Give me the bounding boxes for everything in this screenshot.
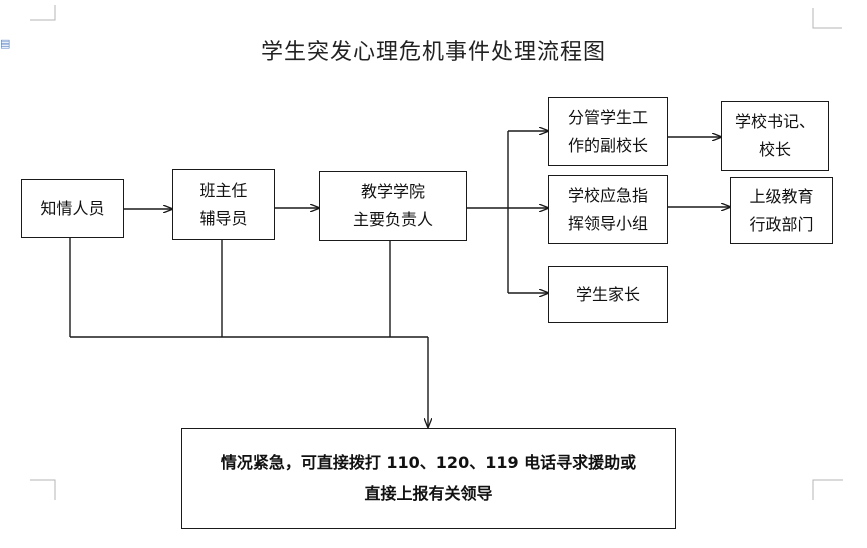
node-emergency-note: 情况紧急，可直接拨打 110、120、119 电话寻求援助或 直接上报有关领导 — [181, 428, 676, 529]
node-vice-president-line-2: 作的副校长 — [567, 135, 648, 155]
node-emergency-note-line-2: 直接上报有关领导 — [364, 483, 493, 503]
node-secretary-line-2: 校长 — [758, 140, 791, 159]
node-teacher-line-1: 班主任 — [199, 180, 248, 200]
node-teacher: 班主任 辅导员 — [172, 169, 275, 240]
node-education-dept-line-2: 行政部门 — [749, 214, 814, 234]
document-icon: ▤ — [0, 37, 11, 50]
node-secretary: 学校书记、 校长 — [721, 101, 829, 171]
node-parents: 学生家长 — [548, 266, 668, 323]
node-emergency-group-line-1: 学校应急指 — [567, 185, 648, 205]
node-vice-president-line-1: 分管学生工 — [567, 107, 648, 127]
node-informer-line-1: 知情人员 — [40, 198, 105, 218]
node-secretary-line-1: 学校书记、 — [734, 112, 815, 131]
node-emergency-note-line-1: 情况紧急，可直接拨打 110、120、119 电话寻求援助或 — [220, 453, 637, 473]
node-education-dept: 上级教育 行政部门 — [730, 177, 833, 244]
node-college: 教学学院 主要负责人 — [319, 171, 467, 241]
node-college-line-1: 教学学院 — [360, 182, 425, 201]
node-education-dept-line-1: 上级教育 — [749, 186, 814, 206]
node-teacher-line-2: 辅导员 — [199, 208, 248, 228]
node-emergency-group: 学校应急指 挥领导小组 — [548, 175, 668, 244]
node-informer: 知情人员 — [21, 179, 124, 238]
node-vice-president: 分管学生工 作的副校长 — [548, 97, 668, 166]
node-college-line-2: 主要负责人 — [352, 210, 433, 229]
node-parents-line-1: 学生家长 — [575, 284, 640, 304]
node-emergency-group-line-2: 挥领导小组 — [567, 213, 648, 233]
diagram-title: 学生突发心理危机事件处理流程图 — [260, 40, 606, 65]
